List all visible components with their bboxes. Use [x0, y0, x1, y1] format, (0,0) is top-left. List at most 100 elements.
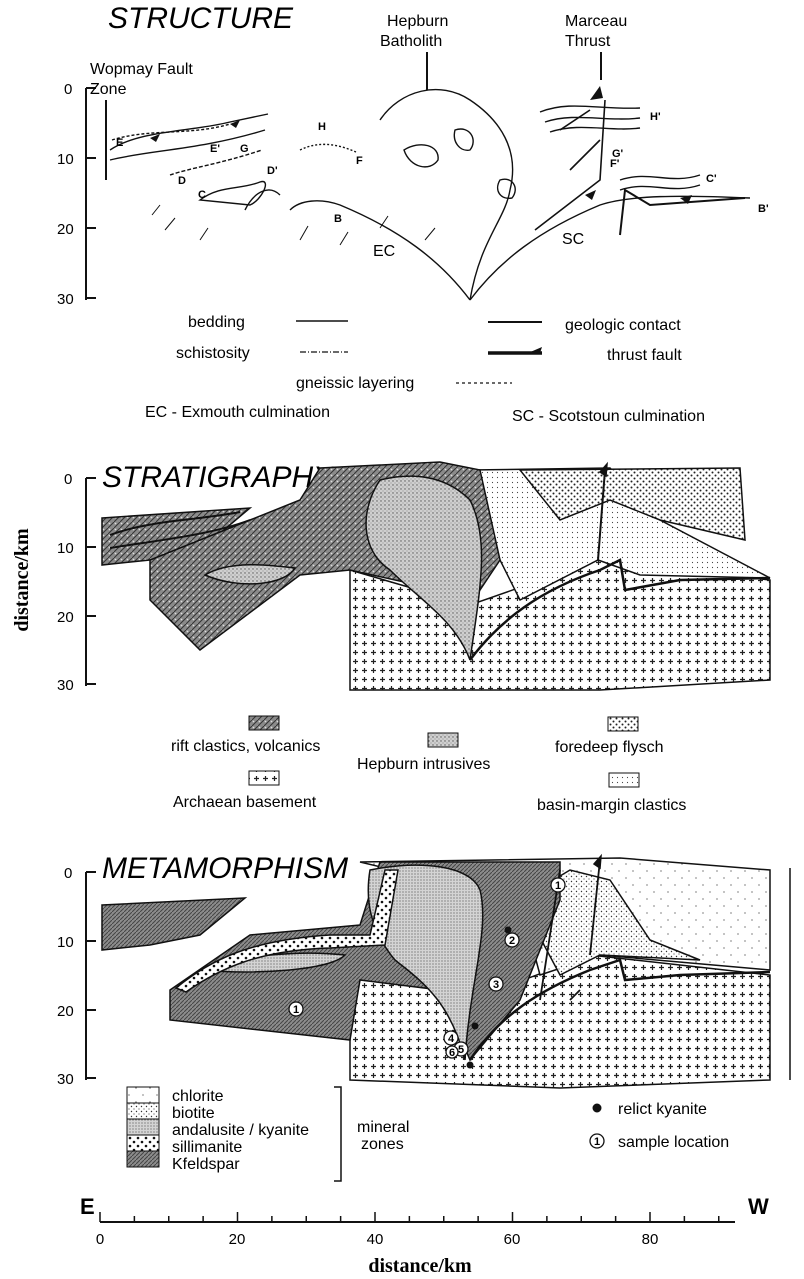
legend-hepburn-swatch [428, 733, 458, 747]
relict-kyanite-dot [467, 1062, 474, 1069]
structure-legend: bedding schistosity gneissic layering ge… [145, 314, 705, 425]
section-letter-g: G [240, 143, 249, 155]
structure-depth-axis: 0 10 20 30 [57, 81, 96, 308]
sample-extra-number: 1 [293, 1004, 299, 1016]
relict-kyanite-dot [505, 927, 512, 934]
wopmay-label-line2: Zone [90, 81, 127, 98]
legend-foredeep-label: foredeep flysch [555, 739, 664, 756]
mineral-zones-label-line1: mineral [357, 1119, 409, 1136]
hepburn-label-line1: Hepburn [387, 13, 448, 30]
section-letter-d-prime: D' [267, 165, 278, 177]
section-letter-d: D [178, 175, 186, 187]
x-axis-title: distance/km [368, 1255, 472, 1277]
metamorphism-depth-axis: 0 10 20 30 [57, 865, 96, 1088]
tick-20: 20 [57, 1003, 74, 1020]
legend-andalusite-label: andalusite / kyanite [172, 1122, 309, 1139]
mineral-zones-label-line2: zones [361, 1136, 404, 1153]
sample-2-marker: 2 [505, 933, 519, 947]
section-letter-e: E [116, 137, 123, 149]
x-tick-40: 40 [367, 1231, 384, 1248]
wopmay-label-line1: Wopmay Fault [90, 61, 193, 78]
legend-chlorite-swatch [127, 1087, 159, 1103]
ec-label: EC [373, 243, 395, 260]
legend-sillimanite-label: sillimanite [172, 1139, 242, 1156]
section-letter-b-prime: B' [758, 203, 769, 215]
legend-thrust-label: thrust fault [607, 347, 682, 364]
sc-label: SC [562, 231, 584, 248]
sample-extra-marker: 1 [289, 1002, 303, 1016]
sample-4-marker: 4 [444, 1031, 458, 1045]
legend-relict-kyanite-symbol [593, 1104, 601, 1112]
mineral-zones-legend: chlorite biotite andalusite / kyanite si… [127, 1087, 729, 1181]
x-tick-60: 60 [504, 1231, 521, 1248]
legend-contact-label: geologic contact [565, 317, 681, 334]
hepburn-label-line2: Batholith [380, 33, 442, 50]
tick-0: 0 [64, 471, 72, 488]
relict-kyanite-dot [472, 1023, 479, 1030]
sample-6-marker: 6 [446, 1046, 458, 1059]
tick-10: 10 [57, 151, 74, 168]
tick-0: 0 [64, 865, 72, 882]
marceau-label-line2: Thrust [565, 33, 611, 50]
legend-relict-kyanite-label: relict kyanite [618, 1101, 707, 1118]
legend-bedding-label: bedding [188, 314, 245, 331]
tick-0: 0 [64, 81, 72, 98]
sample-2-number: 2 [509, 935, 515, 947]
tick-10: 10 [57, 540, 74, 557]
section-letter-f: F [356, 155, 363, 167]
legend-archaean-swatch [249, 771, 279, 785]
sc-definition: SC - Scotstoun culmination [512, 408, 705, 425]
section-letter-e-prime: E' [210, 143, 220, 155]
legend-sillimanite-swatch [127, 1135, 159, 1151]
x-tick-80: 80 [642, 1231, 659, 1248]
legend-basin-swatch [609, 773, 639, 787]
x-axis-west-label: W [748, 1194, 769, 1219]
legend-archaean-label: Archaean basement [173, 794, 317, 811]
legend-rift-label: rift clastics, volcanics [171, 738, 320, 755]
tick-10: 10 [57, 934, 74, 951]
legend-kfeldspar-label: Kfeldspar [172, 1156, 240, 1173]
section-letter-h-prime: H' [650, 111, 661, 123]
marceau-label-line1: Marceau [565, 13, 627, 30]
legend-gneissic-label: gneissic layering [296, 375, 414, 392]
stratigraphy-section [102, 462, 770, 690]
y-axis-label: distance/km [11, 528, 33, 632]
legend-sample-symbol-number: 1 [594, 1136, 600, 1148]
stratigraphy-title: STRATIGRAPHY [102, 461, 335, 494]
legend-hepburn-label: Hepburn intrusives [357, 756, 490, 773]
section-letter-h: H [318, 121, 326, 133]
sample-4-number: 4 [448, 1033, 455, 1045]
x-tick-0: 0 [96, 1231, 104, 1248]
tick-30: 30 [57, 1071, 74, 1088]
legend-andalusite-swatch [127, 1119, 159, 1135]
section-letter-b: B [334, 213, 342, 225]
x-axis-minor-ticks [100, 1212, 719, 1222]
legend-kfeldspar-swatch [127, 1151, 159, 1167]
legend-chlorite-label: chlorite [172, 1088, 224, 1105]
legend-schistosity-label: schistosity [176, 345, 250, 362]
structure-panel: STRUCTURE 0 10 20 30 Wopmay Fault Zone H… [57, 2, 769, 425]
sample-6-number: 6 [449, 1047, 455, 1059]
legend-sample-label: sample location [618, 1134, 729, 1151]
stratigraphy-depth-axis: 0 10 20 30 distance/km [11, 471, 96, 694]
legend-foredeep-swatch [608, 717, 638, 731]
stratigraphy-panel: STRATIGRAPHY 0 10 20 30 distance/km [11, 461, 770, 814]
sample-3-number: 3 [493, 979, 499, 991]
legend-basin-label: basin-margin clastics [537, 797, 686, 814]
sample-1-number: 1 [555, 880, 561, 892]
kfeldspar-wedge [102, 898, 245, 950]
metamorphism-title: METAMORPHISM [102, 852, 348, 885]
structure-title: STRUCTURE [108, 2, 294, 35]
x-axis-east-label: E [80, 1194, 95, 1219]
legend-bracket [334, 1087, 341, 1181]
tick-20: 20 [57, 609, 74, 626]
legend-rift-swatch [249, 716, 279, 730]
sample-3-marker: 3 [489, 977, 503, 991]
sample-5-number: 5 [458, 1044, 464, 1056]
stratigraphy-legend: rift clastics, volcanics foredeep flysch… [171, 716, 686, 814]
ec-definition: EC - Exmouth culmination [145, 404, 330, 421]
x-tick-20: 20 [229, 1231, 246, 1248]
sample-1-marker: 1 [551, 878, 565, 892]
metamorphism-section [102, 856, 770, 1088]
